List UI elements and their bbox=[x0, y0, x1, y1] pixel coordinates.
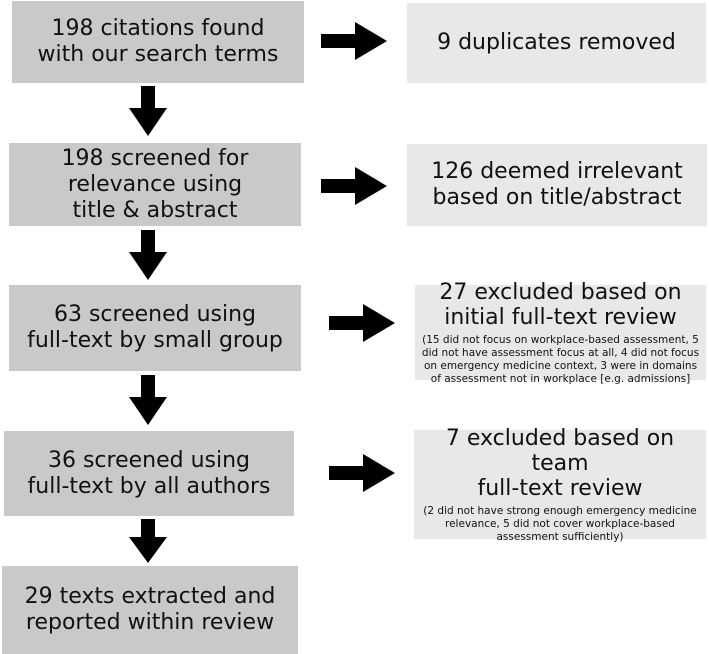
exclusion-box: 7 excluded based on team full-text revie… bbox=[414, 426, 706, 543]
exclusion-box: 27 excluded based on initial full-text r… bbox=[415, 280, 706, 385]
down-arrow-icon bbox=[129, 375, 167, 425]
flow-step-text: 29 texts extracted and reported within r… bbox=[24, 584, 276, 635]
flow-step-text: 198 citations found with our search term… bbox=[37, 16, 279, 67]
flow-step-text: 63 screened using full-text by small gro… bbox=[27, 302, 283, 353]
flow-step-box: 29 texts extracted and reported within r… bbox=[2, 566, 298, 654]
exclusion-note: (15 did not focus on workplace-based ass… bbox=[421, 333, 700, 385]
exclusion-title: 126 deemed irrelevant based on title/abs… bbox=[431, 159, 683, 210]
right-arrow-icon bbox=[321, 167, 387, 205]
exclusion-title: 27 excluded based on initial full-text r… bbox=[439, 279, 682, 330]
flow-step-text: 198 screened for relevance using title &… bbox=[61, 145, 249, 223]
exclusion-title: 9 duplicates removed bbox=[437, 30, 676, 55]
down-arrow-icon bbox=[129, 86, 167, 136]
right-arrow-icon bbox=[329, 304, 395, 342]
flow-step-box: 198 screened for relevance using title &… bbox=[9, 143, 301, 226]
exclusion-box: 9 duplicates removed bbox=[407, 3, 706, 83]
exclusion-title: 7 excluded based on team full-text revie… bbox=[445, 425, 675, 501]
flow-step-box: 198 citations found with our search term… bbox=[12, 1, 304, 83]
flow-step-box: 63 screened using full-text by small gro… bbox=[9, 285, 301, 371]
flow-step-box: 36 screened using full-text by all autho… bbox=[4, 431, 294, 516]
right-arrow-icon bbox=[321, 22, 387, 60]
exclusion-note: (2 did not have strong enough emergency … bbox=[423, 504, 697, 543]
down-arrow-icon bbox=[129, 230, 167, 280]
flow-step-text: 36 screened using full-text by all autho… bbox=[27, 447, 271, 499]
right-arrow-icon bbox=[329, 454, 395, 492]
exclusion-box: 126 deemed irrelevant based on title/abs… bbox=[407, 144, 707, 226]
down-arrow-icon bbox=[129, 519, 167, 563]
